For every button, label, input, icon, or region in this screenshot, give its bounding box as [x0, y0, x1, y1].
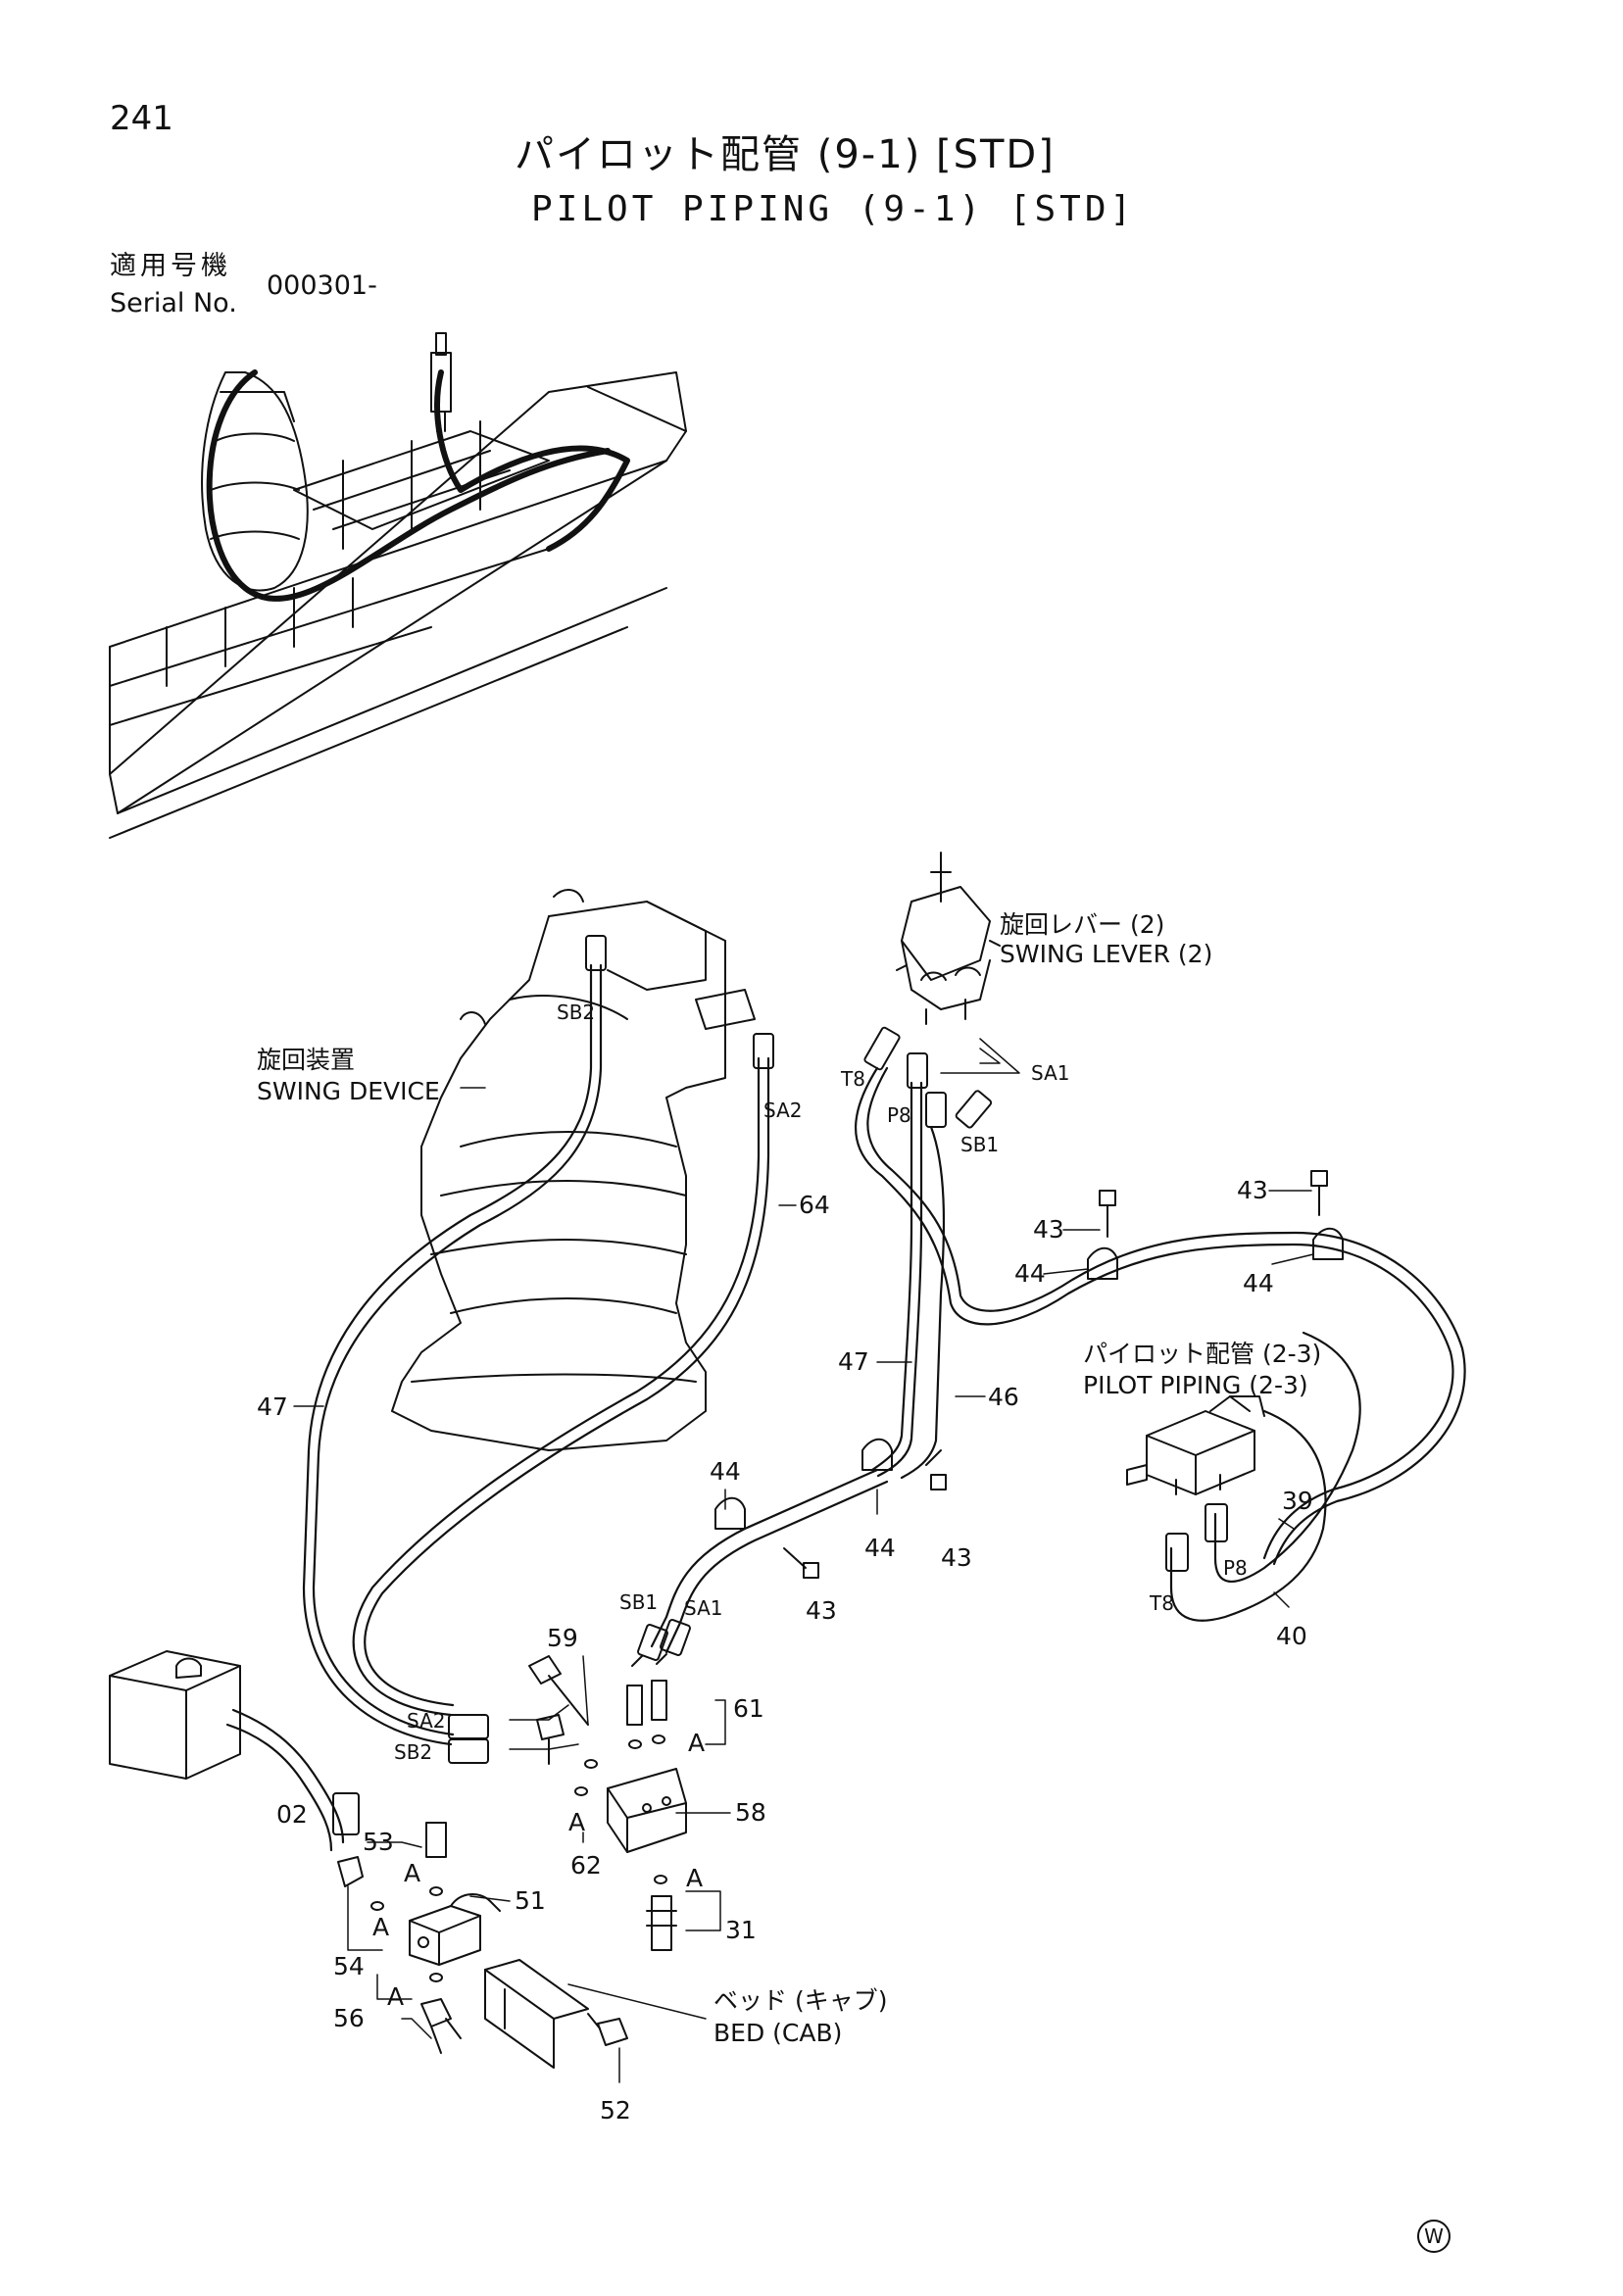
- machine-overview-sketch: [109, 332, 687, 839]
- page-title-english: PILOT PIPING (9-1) [STD]: [531, 189, 1136, 229]
- swing-device-sketch: [391, 889, 756, 1451]
- pilot-piping-block-sketch: [1126, 1395, 1265, 1495]
- part-number: 46: [988, 1383, 1019, 1411]
- bed-label-jp: ベッド (キャブ): [713, 1986, 887, 2015]
- swing-device-label-en: SWING DEVICE: [257, 1077, 440, 1105]
- detail-a-label: A: [387, 1982, 404, 2011]
- part-number: 43: [1033, 1215, 1064, 1244]
- part-number: 56: [333, 2004, 365, 2032]
- detail-a-label: A: [688, 1729, 705, 1757]
- part-number: 43: [941, 1543, 972, 1572]
- part-number: 39: [1282, 1487, 1313, 1515]
- part-number: 53: [363, 1828, 394, 1856]
- port-label: SA1: [684, 1596, 722, 1620]
- part-number: 44: [1014, 1259, 1046, 1288]
- port-label: SA2: [763, 1099, 802, 1122]
- part-number: 62: [570, 1851, 602, 1880]
- part-number: 51: [515, 1886, 546, 1915]
- clamps-and-bolts: [714, 1170, 1344, 1579]
- detail-a-label: A: [568, 1808, 585, 1836]
- port-label: T8: [840, 1067, 865, 1091]
- diagram-labels: 旋回レバー (2) SWING LEVER (2) 旋回装置 SWING DEV…: [257, 910, 1321, 2125]
- fittings: [332, 935, 1228, 1835]
- detail-a-label: A: [686, 1864, 703, 1892]
- part-number: 43: [1237, 1176, 1268, 1204]
- page-title-japanese: パイロット配管 (9-1) [STD]: [515, 132, 1056, 177]
- part-number: 44: [710, 1457, 741, 1486]
- page-number: 241: [110, 99, 173, 138]
- serial-label-english: Serial No.: [110, 288, 237, 318]
- pilot-piping-label-jp: パイロット配管 (2-3): [1083, 1340, 1321, 1368]
- part-number: 47: [838, 1347, 869, 1376]
- part-number: 44: [1243, 1269, 1274, 1297]
- port-label: SB1: [619, 1590, 658, 1614]
- part-number: 54: [333, 1952, 365, 1980]
- detail-a-label: A: [404, 1859, 420, 1887]
- part-number: 40: [1276, 1622, 1307, 1650]
- serial-label-japanese: 適用号機: [110, 251, 231, 281]
- tank-box: [109, 1650, 241, 1780]
- swing-lever-sketch: [896, 852, 1001, 1025]
- part-number: 58: [735, 1798, 766, 1827]
- valve-block-51: [337, 1822, 628, 2069]
- swing-lever-label-en: SWING LEVER (2): [1000, 940, 1212, 968]
- part-number: 64: [799, 1191, 830, 1219]
- port-label: SB2: [557, 1001, 595, 1024]
- part-number: 52: [600, 2096, 631, 2125]
- pilot-piping-label-en: PILOT PIPING (2-3): [1083, 1371, 1308, 1399]
- part-number: 02: [276, 1800, 308, 1829]
- watermark-logo: W: [1417, 2220, 1451, 2253]
- part-number: 43: [806, 1596, 837, 1625]
- swing-lever-label-jp: 旋回レバー (2): [1000, 910, 1164, 939]
- part-number: 61: [733, 1694, 764, 1723]
- port-label: P8: [1223, 1556, 1248, 1580]
- detail-a-label: A: [372, 1913, 389, 1941]
- serial-number-value: 000301-: [267, 270, 377, 301]
- port-label: SB1: [960, 1133, 999, 1156]
- port-label: SA1: [1031, 1061, 1069, 1085]
- part-number: 47: [257, 1392, 288, 1421]
- port-label: SA2: [407, 1709, 445, 1733]
- part-number: 59: [547, 1624, 578, 1652]
- hose-lines: [225, 963, 1466, 1852]
- port-label: T8: [1149, 1591, 1174, 1615]
- leader-lines: [293, 1038, 1314, 2083]
- part-number: 31: [725, 1916, 757, 1944]
- bed-label-en: BED (CAB): [713, 2019, 842, 2047]
- manifold-block-58: [528, 1653, 687, 1951]
- swing-device-label-jp: 旋回装置: [257, 1046, 355, 1074]
- port-label: SB2: [394, 1740, 432, 1764]
- part-number: 44: [864, 1534, 896, 1562]
- port-label: P8: [887, 1103, 911, 1127]
